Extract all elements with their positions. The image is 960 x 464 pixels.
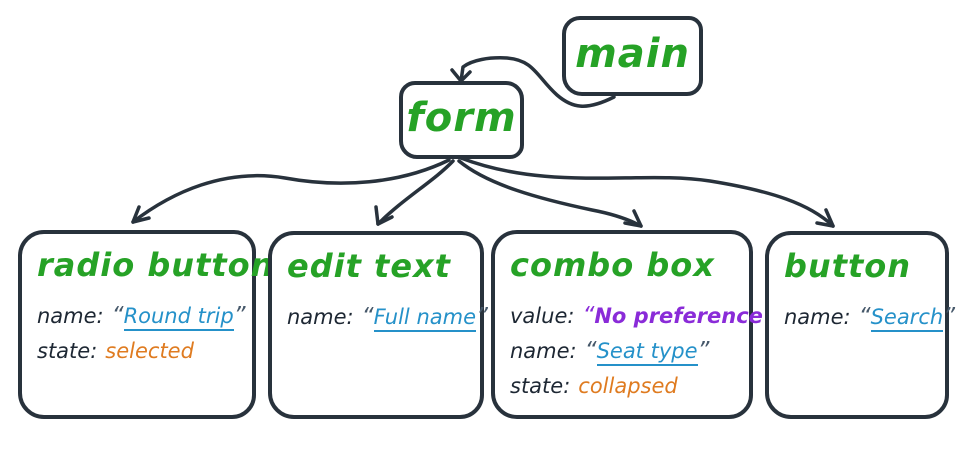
property-label: name: [287, 305, 354, 329]
node-card-radio-button: radio button name: “Round trip” state: sel… [18, 230, 275, 419]
arrowhead [131, 205, 151, 224]
close-quote: ” [233, 303, 246, 329]
property-row-value: value:“No preference” [510, 294, 775, 329]
node-main: main [562, 16, 703, 96]
node-card-edit-text: edit text name: “Full name” [268, 231, 488, 419]
property-value-name: Full name [373, 305, 476, 332]
property-row-name: name: “Search” [784, 295, 955, 332]
card-title: radio button [37, 246, 275, 284]
property-row-name: name: “Seat type” [510, 329, 736, 366]
close-quote: ” [943, 304, 956, 330]
property-row-name: name: “Round trip” [37, 294, 246, 331]
open-quote: “ [111, 303, 124, 329]
property-row-state: state: selected [37, 329, 239, 364]
close-quote: ” [476, 304, 488, 330]
node-card-combo-box: combo box value:“No preference” name:“Se… [491, 230, 775, 419]
node-form-label: form [406, 95, 517, 141]
open-quote: “ [858, 304, 871, 330]
property-row-state: state: collapsed [510, 364, 736, 399]
close-quote: ” [697, 338, 710, 364]
property-label: name: [37, 304, 104, 328]
edge-form-to-button [459, 156, 835, 228]
property-label: state: [37, 339, 98, 363]
arrowhead [815, 208, 835, 228]
open-quote: “ [361, 304, 374, 330]
edge-form-to-edit-text [374, 159, 455, 226]
property-row-name: name: “Full name” [287, 295, 488, 332]
property-value-value: No preference [594, 304, 763, 328]
property-label: value: [510, 304, 575, 328]
property-value-state: collapsed [578, 374, 678, 398]
node-form: form [399, 81, 524, 159]
property-value-name: Search [870, 305, 944, 332]
node-card-button: button name: “Search” [765, 231, 955, 419]
card-title: edit text [287, 247, 451, 285]
card-title: button [784, 247, 912, 285]
arrowhead [374, 205, 394, 226]
card-title: combo box [510, 246, 715, 284]
edge-form-to-combo-box [457, 159, 643, 228]
property-value-name: Round trip [123, 304, 234, 331]
property-value-name: Seat type [596, 339, 698, 366]
open-quote: “ [582, 303, 595, 329]
property-label: state: [510, 374, 571, 398]
node-main-label: main [575, 31, 690, 77]
property-value-state: selected [105, 339, 194, 363]
arrowhead [450, 68, 472, 83]
open-quote: “ [584, 338, 597, 364]
edge-form-to-radio-button [131, 158, 451, 224]
property-label: name: [784, 305, 851, 329]
property-label: name: [510, 339, 577, 363]
arrowhead [623, 209, 643, 228]
